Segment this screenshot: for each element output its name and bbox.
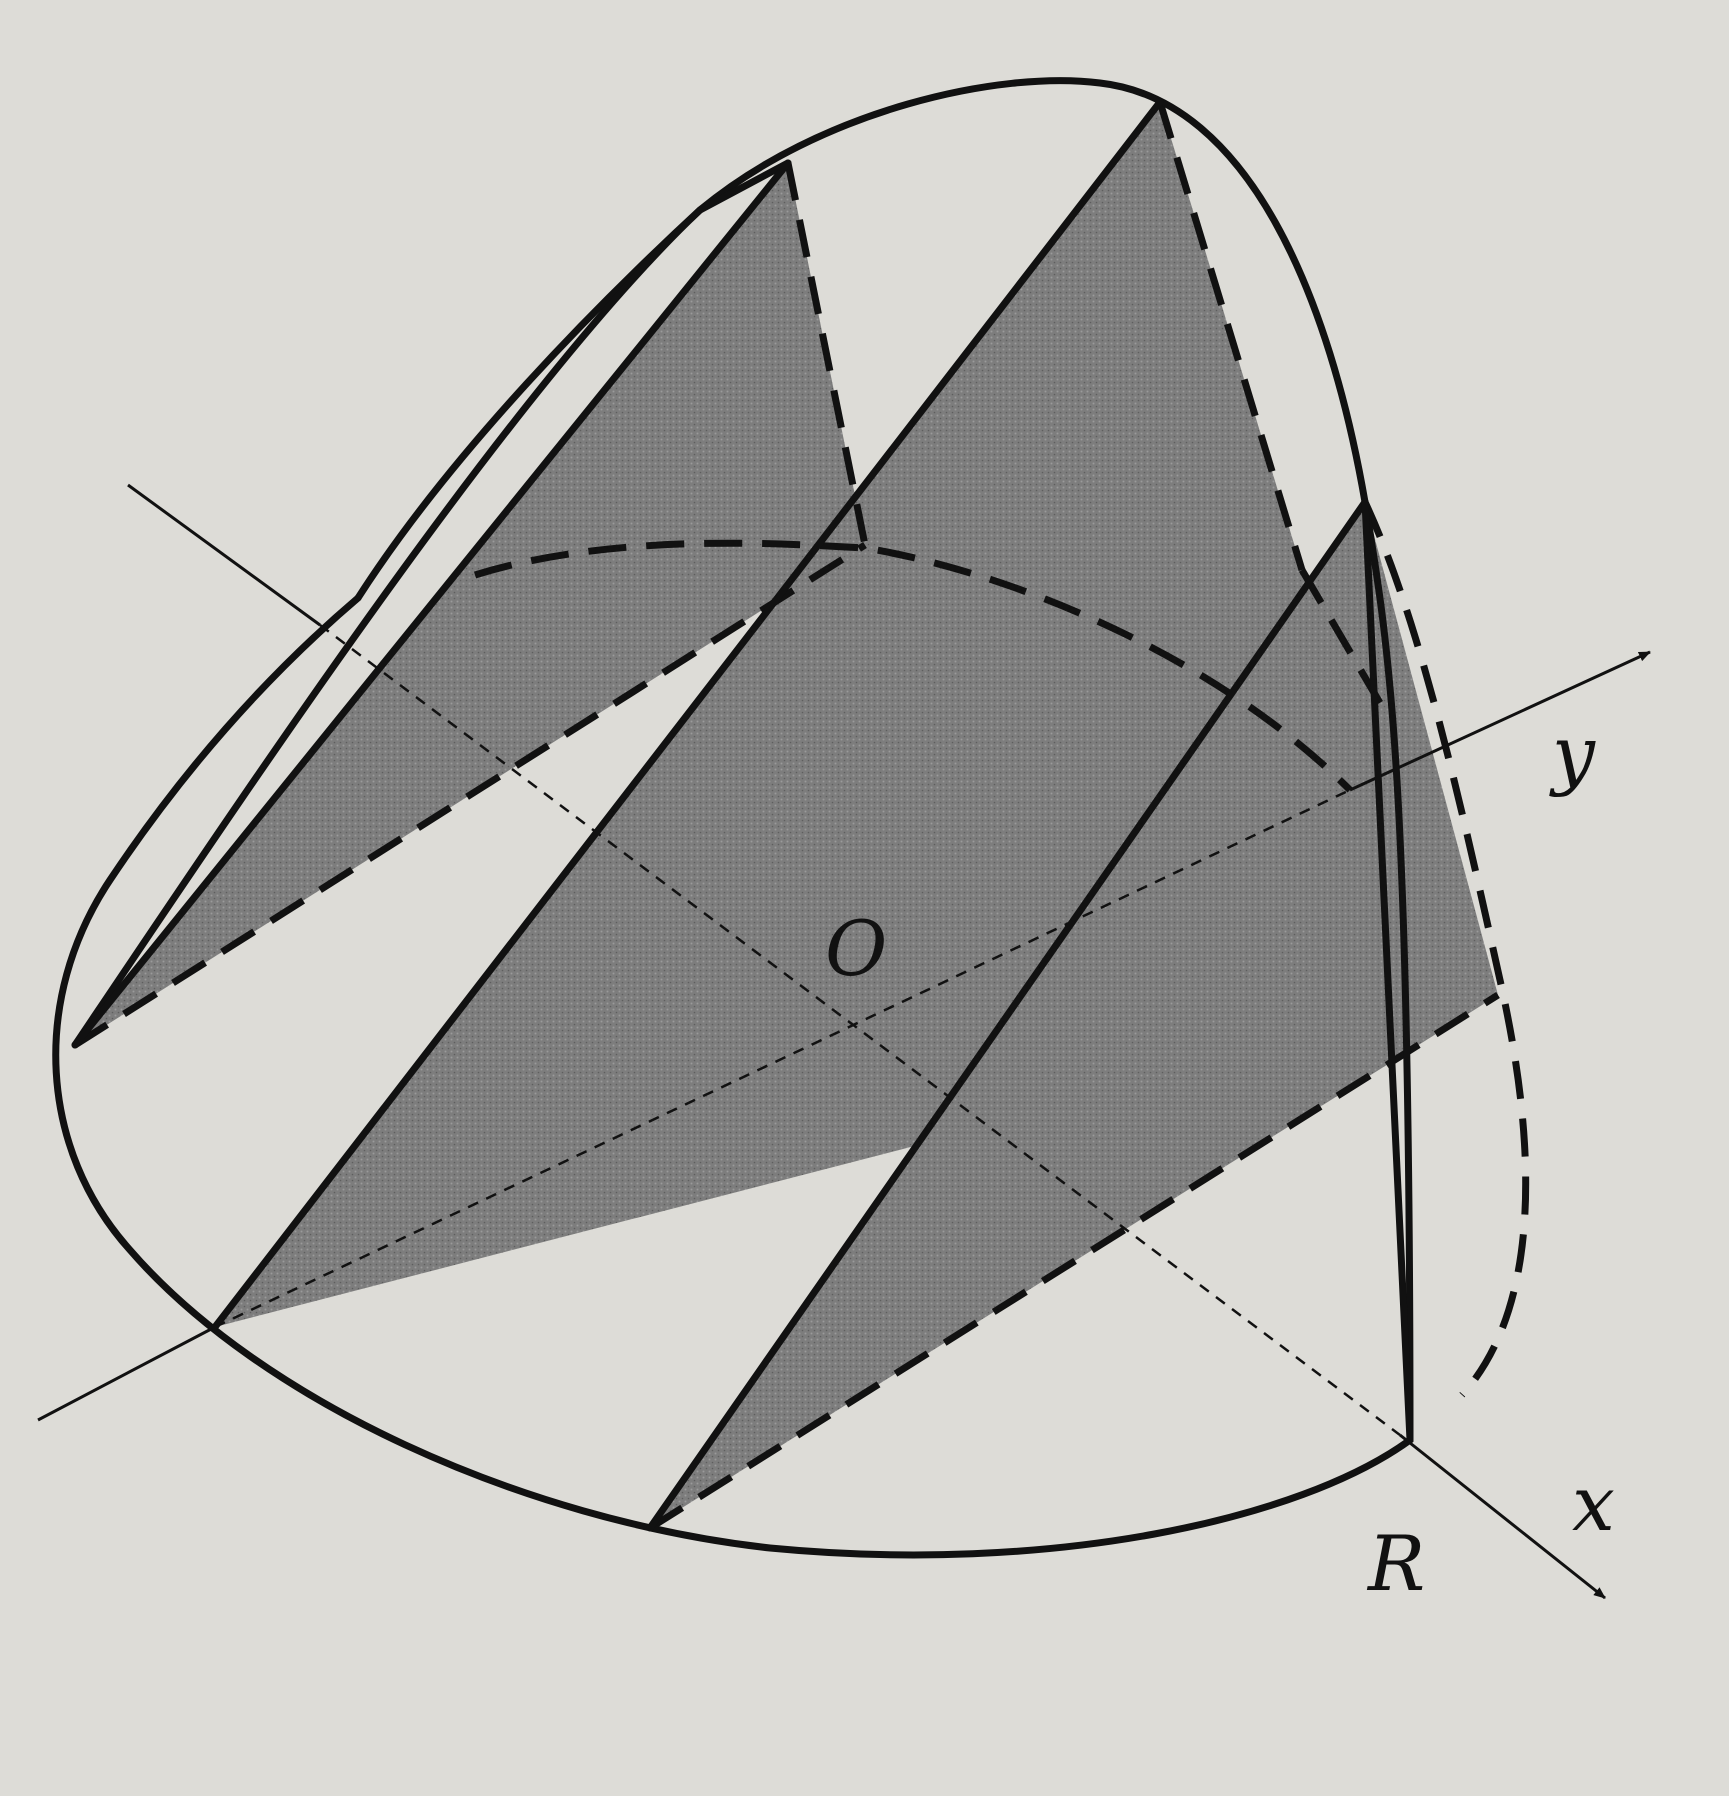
cross-sections xyxy=(75,102,1498,1528)
middle-triangle-apex-edge xyxy=(211,98,1164,1331)
base-ellipse-hidden-arc xyxy=(1361,500,1530,1398)
y-axis-hidden xyxy=(214,788,1351,1329)
visible-edges xyxy=(52,77,1414,1559)
vertical-edge-to-R xyxy=(1361,498,1414,1444)
label-x-axis: x xyxy=(1572,1459,1615,1548)
x-axis-hidden xyxy=(319,624,1401,1436)
y-axis-stub-back xyxy=(37,1325,216,1422)
x-axis-arrow xyxy=(1399,1433,1606,1600)
axis-arrows xyxy=(37,483,1651,1600)
label-radius: R xyxy=(1366,1519,1425,1608)
cross-section-right xyxy=(650,502,1498,1528)
top-curve-dashed xyxy=(473,539,1353,793)
middle-triangle-dashed-edge xyxy=(1156,100,1306,572)
right-triangle-apex-edge xyxy=(646,498,1369,1532)
axis-lines xyxy=(214,624,1401,1436)
y-axis-arrow xyxy=(1349,650,1651,792)
left-triangle-dashed-edge xyxy=(784,162,869,546)
left-elliptic-arc xyxy=(71,159,792,1049)
label-y-axis: y xyxy=(1549,709,1596,798)
hidden-edges xyxy=(73,100,1530,1531)
left-triangle-apex-edge xyxy=(71,159,792,1049)
base-ellipse-front xyxy=(52,498,1414,1559)
cross-section-left xyxy=(75,163,865,1045)
x-axis-stub-back xyxy=(127,483,321,627)
right-triangle-base xyxy=(648,992,1500,1531)
left-triangle-base xyxy=(73,542,867,1048)
label-origin: O xyxy=(825,904,887,993)
top-elliptic-arc xyxy=(354,77,1369,602)
